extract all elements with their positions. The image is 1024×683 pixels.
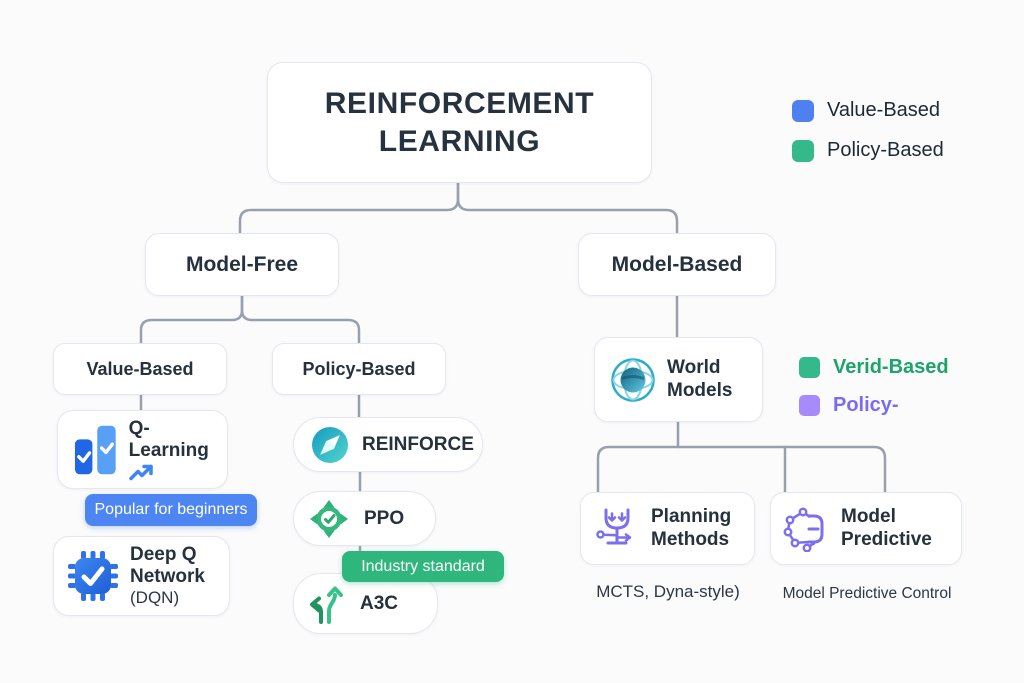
node-label: REINFORCE <box>362 433 474 455</box>
node-label: Value-Based <box>86 358 194 379</box>
node-label: A3C <box>360 592 399 614</box>
node-planning-methods: Planning Methods <box>580 492 755 565</box>
purple-swatch-icon <box>799 395 820 416</box>
badge-label: Industry standard <box>361 557 485 575</box>
mpc-caption: Model Predictive Control <box>782 585 952 602</box>
node-reinforce: REINFORCE <box>293 417 483 472</box>
legend-item-policy-based: Policy-Based <box>792 139 944 162</box>
legend-label: Policy- <box>833 394 899 416</box>
legend-right: Verid-Based Policy- <box>799 356 949 417</box>
legend-item-value-based: Value-Based <box>792 99 944 122</box>
node-label: Q-Learning <box>128 418 209 461</box>
target-check-icon <box>310 499 348 538</box>
circuit-node-icon <box>783 507 824 552</box>
root-node-reinforcement-learning: REINFORCEMENT LEARNING <box>267 62 652 183</box>
node-label: Model Predictive <box>841 505 932 550</box>
green-swatch-icon <box>799 357 820 378</box>
node-label: Model-Free <box>185 252 298 276</box>
page-title: REINFORCEMENT LEARNING <box>324 87 595 158</box>
node-world-models: World Models <box>594 337 763 422</box>
split-arrows-icon <box>310 586 343 624</box>
node-label: Deep Q Network <box>130 544 205 588</box>
compass-arrows-icon <box>312 426 348 463</box>
node-label: Policy-Based <box>302 358 416 379</box>
node-model-predictive: Model Predictive <box>770 492 962 565</box>
legend-label: Verid-Based <box>833 356 949 378</box>
globe-icon <box>611 357 655 402</box>
green-swatch-icon <box>792 139 814 162</box>
legend-label: Policy-Based <box>827 139 944 161</box>
legend-label: Value-Based <box>827 99 941 121</box>
planning-caption: MCTS, Dyna-style) <box>596 582 740 601</box>
bar-checks-icon <box>74 425 116 474</box>
legend-item-policy: Policy- <box>799 394 949 417</box>
node-label: Planning Methods <box>651 505 732 550</box>
node-ppo: PPO <box>293 491 436 546</box>
industry-badge: Industry standard <box>342 551 504 582</box>
blue-swatch-icon <box>792 99 814 122</box>
node-sublabel: (DQN) <box>130 588 180 608</box>
trend-up-icon <box>128 464 153 481</box>
node-model-based: Model-Based <box>578 233 776 296</box>
node-deep-q-network: Deep Q Network (DQN) <box>53 536 230 616</box>
node-value-based: Value-Based <box>53 343 227 395</box>
node-label: World Models <box>667 356 733 401</box>
tree-plan-icon <box>596 508 632 544</box>
node-policy-based: Policy-Based <box>272 343 446 395</box>
node-q-learning: Q-Learning <box>57 410 228 489</box>
chip-check-icon <box>68 551 118 601</box>
legend-item-verid-based: Verid-Based <box>799 356 949 379</box>
node-label: PPO <box>364 507 405 529</box>
popular-badge: Popular for beginners <box>85 494 257 526</box>
legend-top: Value-Based Policy-Based <box>792 99 944 162</box>
node-a3c: A3C <box>293 573 438 634</box>
node-label: Model-Based <box>611 252 743 276</box>
badge-label: Popular for beginners <box>94 501 248 518</box>
node-model-free: Model-Free <box>145 233 339 296</box>
